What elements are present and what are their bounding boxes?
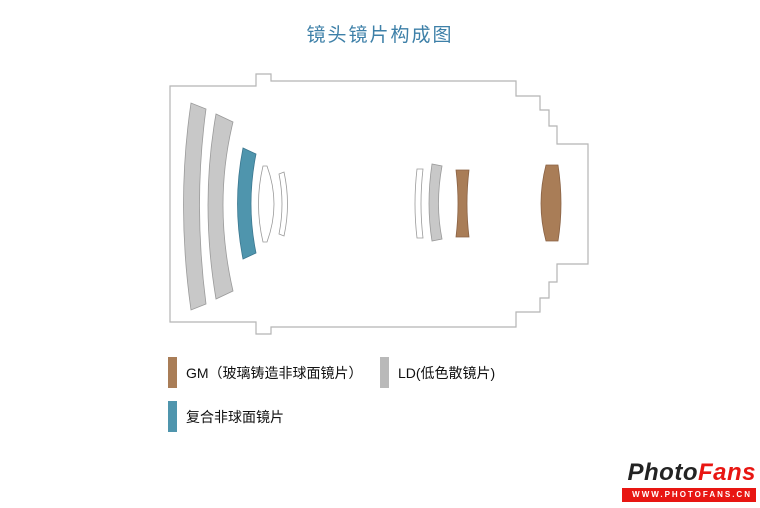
logo-url-banner: WWW.PHOTOFANS.CN [622,488,756,502]
photofans-logo: PhotoFans WWW.PHOTOFANS.CN [622,461,756,502]
front-doublet-element-1 [258,165,275,243]
gm-label: GM（玻璃铸造非球面镜片） [186,364,363,381]
front-doublet-element-2 [278,171,288,237]
composite-color-swatch [168,401,177,432]
middle-ld-element [428,163,443,242]
middle-element-1 [414,168,424,239]
front-element-2 [207,113,234,300]
logo-name-photo: Photo [627,459,698,486]
page-title: 镜头镜片构成图 [306,25,454,46]
composite-aspherical-element [237,147,257,260]
logo-name-fans: Fans [697,459,756,486]
composite-label: 复合非球面镜片 [186,408,284,425]
ld-label: LD(低色散镜片) [398,364,496,381]
gm-element-middle [455,169,470,238]
legend-item-gm: GM（玻璃铸造非球面镜片） [168,357,363,388]
gm-color-swatch [168,357,177,388]
logo-name: PhotoFans [622,461,756,485]
legend-item-composite: 复合非球面镜片 [168,401,284,432]
lens-barrel-outline [169,73,589,335]
front-element-1 [183,102,207,311]
gm-element-rear [540,164,562,242]
legend-item-ld: LD(低色散镜片) [380,357,495,388]
ld-color-swatch [380,357,389,388]
